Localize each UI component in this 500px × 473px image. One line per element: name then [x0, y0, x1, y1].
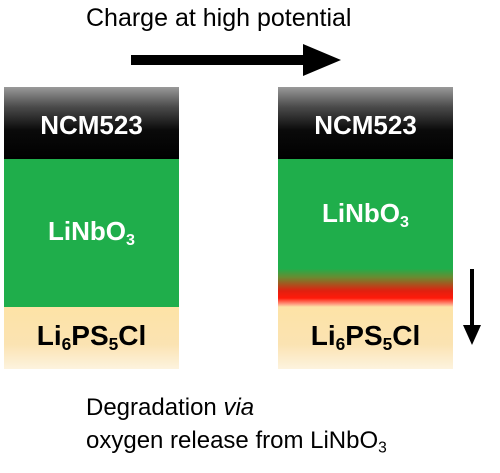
cathode-layer: NCM523	[278, 87, 453, 159]
coating-label: LiNbO3	[322, 198, 409, 231]
degraded-coating-layer: LiNbO3	[278, 159, 453, 307]
down-arrow-icon	[463, 269, 481, 345]
cathode-label: NCM523	[314, 109, 417, 140]
degraded-interface-stack: NCM523 LiNbO3 Li6PS5Cl	[278, 87, 453, 369]
cathode-layer: NCM523	[4, 87, 179, 159]
caption-line-1: Degradation via	[86, 394, 255, 421]
caption-line-2: oxygen release from LiNbO3	[86, 427, 387, 457]
electrolyte-label: Li6PS5Cl	[310, 320, 421, 355]
process-label: Charge at high potential	[86, 4, 352, 32]
degradation-caption: Degradation via oxygen release from LiNb…	[86, 391, 387, 465]
coating-layer: LiNbO3	[4, 159, 179, 307]
right-arrow-icon	[131, 44, 341, 76]
pristine-interface-stack: NCM523 LiNbO3 Li6PS5Cl	[4, 87, 179, 369]
electrolyte-layer: Li6PS5Cl	[278, 307, 453, 369]
coating-label: LiNbO3	[48, 216, 135, 249]
cathode-label: NCM523	[40, 109, 143, 140]
electrolyte-label: Li6PS5Cl	[36, 320, 147, 355]
electrolyte-layer: Li6PS5Cl	[4, 307, 179, 369]
